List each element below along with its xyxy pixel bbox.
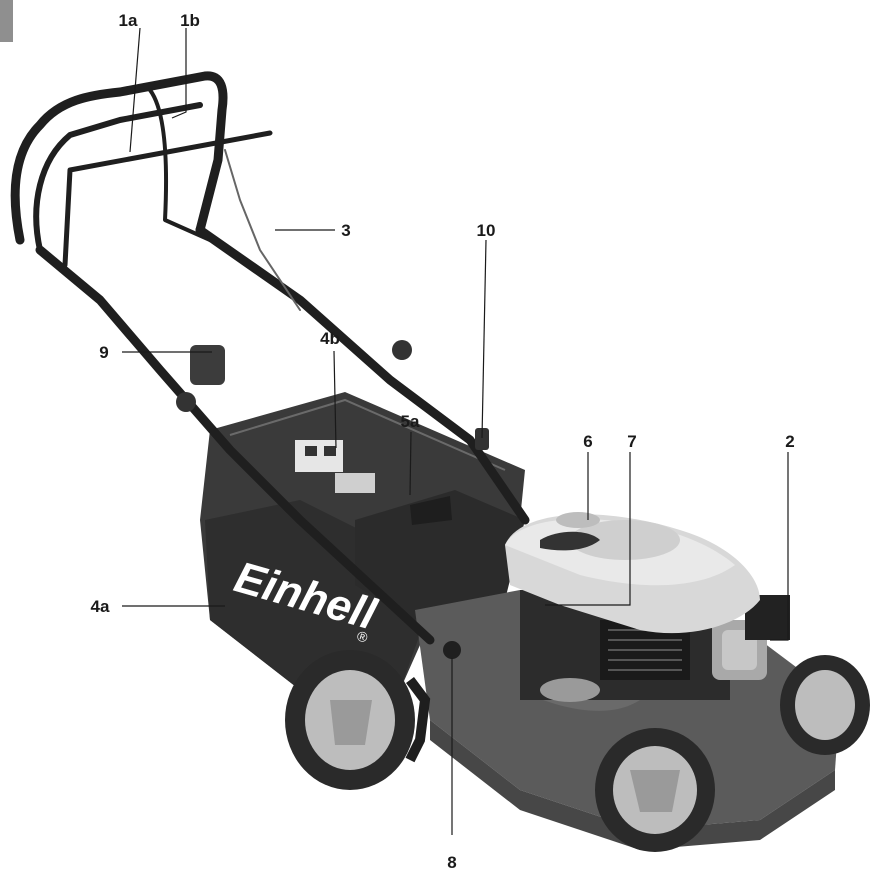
front-left-wheel [595, 728, 715, 852]
front-right-wheel [780, 655, 870, 755]
callout-7: 7 [627, 432, 636, 451]
callout-8: 8 [447, 853, 456, 872]
callout-2: 2 [785, 432, 794, 451]
callout-1a: 1a [119, 11, 138, 30]
callout-lines [122, 27, 789, 835]
callout-1b: 1b [180, 11, 200, 30]
callout-4a: 4a [91, 597, 110, 616]
fuel-cap [556, 512, 600, 528]
handle-knobs [176, 340, 489, 659]
callout-labels: 1a 1b 3 10 9 4b 5a 6 7 2 4a 8 [91, 11, 795, 872]
callout-5a: 5a [401, 412, 420, 431]
callout-3: 3 [341, 221, 350, 240]
callout-4b: 4b [320, 329, 340, 348]
callout-9: 9 [99, 343, 108, 362]
callout-10: 10 [477, 221, 496, 240]
handle-bar [10, 71, 530, 645]
page-corner-tab [0, 0, 13, 42]
callout-6: 6 [583, 432, 592, 451]
rear-wheel [285, 650, 431, 790]
grass-catcher-bag: Einhell ® [200, 392, 525, 690]
engine-cover [505, 512, 760, 634]
